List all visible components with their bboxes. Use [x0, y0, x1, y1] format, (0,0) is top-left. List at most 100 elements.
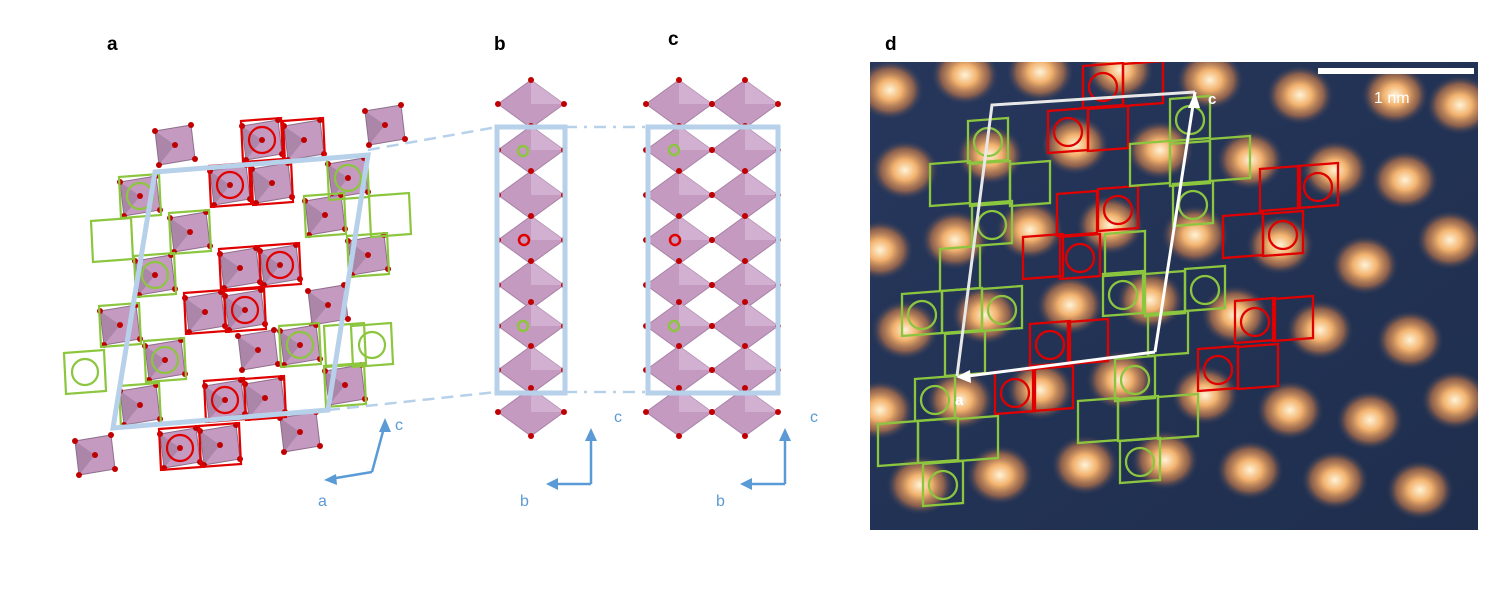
marker-square [1146, 309, 1190, 358]
marker-circle [1267, 219, 1299, 251]
marker-square [1008, 159, 1052, 208]
oxygen-atom [188, 122, 194, 128]
octahedron [222, 287, 268, 333]
marker-square [367, 191, 413, 239]
oxygen-atom [152, 272, 158, 278]
oxygen-atom [709, 147, 715, 153]
octahedron [249, 160, 295, 206]
octahedron [281, 117, 327, 163]
vector-label-a: a [955, 392, 964, 409]
vector-label-c: c [1208, 91, 1216, 108]
octahedron [709, 168, 781, 222]
marker-circle [333, 163, 363, 193]
oxygen-atom [92, 452, 98, 458]
marker-square [1118, 436, 1162, 485]
octahedron-highlight [531, 126, 564, 150]
unit-cell-outline [494, 124, 568, 396]
marker-square [970, 199, 1014, 248]
marker-circle [210, 385, 240, 415]
octahedron [643, 77, 715, 131]
octahedron-shade [210, 171, 230, 205]
stm-bright-spot [931, 62, 999, 105]
octahedron [709, 299, 781, 353]
oxygen-atom [528, 258, 534, 264]
oxygen-atom [222, 397, 228, 403]
oxygen-atom [137, 402, 143, 408]
octahedron [495, 258, 567, 312]
oxygen-atom [322, 212, 328, 218]
oxygen-atom [398, 102, 404, 108]
stm-bright-spot [966, 445, 1034, 505]
octahedron [325, 155, 371, 201]
octahedron [362, 102, 408, 148]
stm-bright-spot [1301, 450, 1369, 510]
oxygen-atom [237, 265, 243, 271]
marker-square [1086, 104, 1130, 153]
marker-square [1121, 62, 1165, 108]
octahedron-shade [284, 126, 304, 160]
octahedron-shade [225, 296, 245, 330]
oxygen-atom [365, 252, 371, 258]
marker-squares [876, 62, 1340, 508]
octahedron-shade [252, 169, 272, 203]
stm-bright-spot [1301, 140, 1369, 200]
stm-bright-spot [1286, 300, 1354, 360]
marker-circle [1102, 194, 1134, 226]
marker-square [302, 191, 348, 239]
red-marker [668, 233, 682, 247]
octahedron-shade [200, 431, 220, 465]
dashed-connector-bottom [327, 390, 498, 412]
oxygen-atom [345, 316, 351, 322]
axis-label-a: a [318, 493, 327, 510]
marker-square [1208, 134, 1252, 183]
octahedron-shade [205, 386, 225, 420]
red-marker [517, 233, 531, 247]
oxygen-atom [108, 432, 114, 438]
stm-bright-spot [1266, 65, 1334, 125]
octahedron [239, 117, 285, 163]
octahedron-shade [328, 164, 348, 198]
octahedron-highlight [679, 216, 712, 240]
oxygen-atom [676, 258, 682, 264]
octahedron [152, 122, 198, 168]
marker-square [1031, 364, 1075, 413]
axis-arrows-a [324, 418, 391, 485]
marker-circle [919, 384, 951, 416]
octahedron [643, 168, 715, 222]
oxygen-atom [742, 299, 748, 305]
marker-circle [986, 294, 1018, 326]
oxygen-atom [402, 136, 408, 142]
marker-circle [247, 125, 277, 155]
octahedron-shade [220, 254, 240, 288]
marker-circle [1107, 279, 1139, 311]
octahedron-highlight [745, 80, 778, 104]
marker-square [1296, 161, 1340, 210]
octahedron-shade [160, 434, 180, 468]
oxygen-atom [366, 142, 372, 148]
stm-bright-spot [1416, 210, 1478, 270]
marker-square [277, 321, 323, 369]
oxygen-atom [301, 137, 307, 143]
marker-square [1101, 269, 1145, 318]
stm-bright-spot [871, 300, 939, 360]
green-marker [667, 319, 681, 333]
octahedra-column [495, 77, 567, 439]
octahedron [217, 245, 263, 291]
panel-d-stm-image: c a 1 nm [870, 62, 1478, 530]
stm-bright-spot [1216, 440, 1284, 500]
stm-bright-spot [1171, 365, 1239, 425]
marker-circle [906, 299, 938, 331]
octahedron-highlight [679, 80, 712, 104]
oxygen-atom [709, 367, 715, 373]
marker-square [1168, 139, 1212, 188]
stm-bright-spot [870, 62, 924, 120]
axis-arrows-b [546, 428, 597, 490]
oxygen-atom [775, 101, 781, 107]
stm-bright-spot [1131, 430, 1199, 490]
marker-circle [230, 295, 260, 325]
octahedron-highlight [745, 171, 778, 195]
octahedron-highlight [679, 302, 712, 326]
oxygen-atom [495, 101, 501, 107]
octahedron [197, 422, 243, 468]
octahedron-highlight [745, 216, 778, 240]
